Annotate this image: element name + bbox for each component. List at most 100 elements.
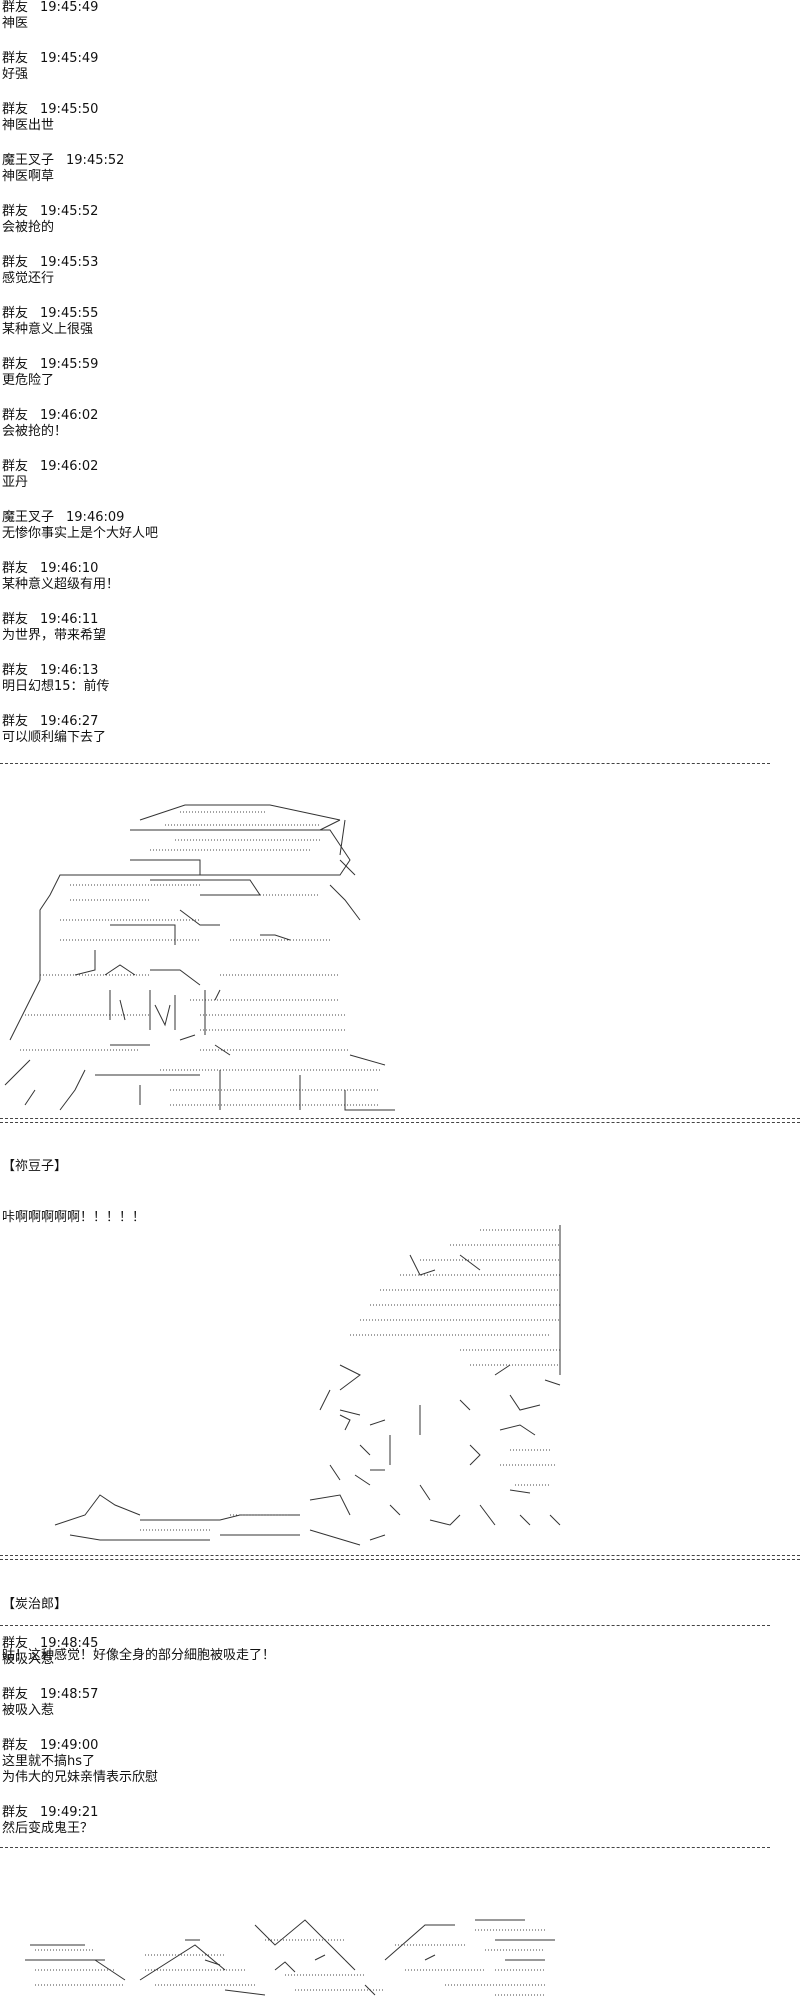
dialogue-nezuko: 【祢豆子】 咔啊啊啊啊啊！！！！！ — [2, 1124, 145, 1243]
sender-name: 群友 — [2, 357, 29, 372]
message-header: 魔王叉子 19:45:52 — [2, 153, 124, 169]
message-header: 群友 19:48:45 — [2, 1636, 98, 1652]
sender-name: 群友 — [2, 1636, 29, 1651]
message-text: 被吸入惹 — [2, 1703, 55, 1718]
message-header: 群友 19:49:00 — [2, 1738, 158, 1754]
timestamp: 19:45:52 — [40, 204, 99, 219]
chat-message: 群友 19:46:02 亚丹 — [2, 459, 98, 491]
message-text: 会被抢的！ — [2, 424, 68, 439]
sender-name: 群友 — [2, 1738, 29, 1753]
timestamp: 19:45:49 — [40, 0, 99, 15]
timestamp: 19:46:11 — [40, 612, 99, 627]
double-separator — [0, 1555, 800, 1560]
sender-name: 群友 — [2, 714, 29, 729]
timestamp: 19:49:21 — [40, 1805, 99, 1820]
ascii-art-castle — [0, 800, 400, 1120]
timestamp: 19:46:02 — [40, 408, 99, 423]
speaker-name: 【炭治郎】 — [2, 1597, 68, 1612]
separator — [0, 763, 770, 764]
timestamp: 19:46:09 — [66, 510, 125, 525]
dialogue-line: 咔啊啊啊啊啊！！！！！ — [2, 1210, 146, 1225]
message-text: 无惨你事实上是个大好人吧 — [2, 526, 159, 541]
message-header: 群友 19:48:57 — [2, 1687, 98, 1703]
sender-name: 群友 — [2, 612, 29, 627]
sender-name: 群友 — [2, 51, 29, 66]
message-text: 更危险了 — [2, 373, 55, 388]
message-text: 为世界，带来希望 — [2, 628, 107, 643]
sender-name: 群友 — [2, 102, 29, 117]
timestamp: 19:45:49 — [40, 51, 99, 66]
message-header: 群友 19:46:02 — [2, 408, 98, 424]
message-header: 群友 19:45:59 — [2, 357, 98, 373]
message-header: 群友 19:45:49 — [2, 0, 98, 16]
timestamp: 19:45:55 — [40, 306, 99, 321]
sender-name: 群友 — [2, 306, 29, 321]
chat-message: 群友 19:45:49 神医 — [2, 0, 98, 32]
sender-name: 群友 — [2, 0, 29, 15]
message-text: 神医出世 — [2, 118, 55, 133]
timestamp: 19:45:53 — [40, 255, 99, 270]
sender-name: 群友 — [2, 408, 29, 423]
ascii-art-battle — [40, 1225, 570, 1555]
separator — [0, 1847, 770, 1848]
sender-name: 魔王叉子 — [2, 510, 55, 525]
timestamp: 19:46:27 — [40, 714, 99, 729]
message-text: 神医 — [2, 16, 29, 31]
dialogue-tanjiro: 【炭治郎】 咕！这种感觉！好像全身的部分細胞被吸走了！ — [2, 1562, 275, 1681]
sender-name: 群友 — [2, 204, 29, 219]
message-text: 亚丹 — [2, 475, 29, 490]
message-header: 群友 19:46:27 — [2, 714, 106, 730]
sender-name: 群友 — [2, 459, 29, 474]
sender-name: 魔王叉子 — [2, 153, 55, 168]
message-header: 魔王叉子 19:46:09 — [2, 510, 158, 526]
timestamp: 19:46:13 — [40, 663, 99, 678]
sender-name: 群友 — [2, 1687, 29, 1702]
double-separator — [0, 1118, 800, 1123]
message-header: 群友 19:45:53 — [2, 255, 98, 271]
chat-message: 魔王叉子 19:45:52 神医啊草 — [2, 153, 124, 185]
message-header: 群友 19:45:52 — [2, 204, 98, 220]
timestamp: 19:48:45 — [40, 1636, 99, 1651]
dialogue-line: 咕！这种感觉！好像全身的部分細胞被吸走了！ — [2, 1648, 276, 1663]
sender-name: 群友 — [2, 1805, 29, 1820]
message-text: 某种意义超级有用！ — [2, 577, 120, 592]
message-header: 群友 19:49:21 — [2, 1805, 98, 1821]
timestamp: 19:45:52 — [66, 153, 125, 168]
speaker-name: 【祢豆子】 — [2, 1159, 68, 1174]
message-header: 群友 19:46:11 — [2, 612, 106, 628]
message-text: 然后变成鬼王？ — [2, 1821, 94, 1836]
timestamp: 19:46:10 — [40, 561, 99, 576]
message-header: 群友 19:45:50 — [2, 102, 98, 118]
message-header: 群友 19:45:55 — [2, 306, 98, 322]
timestamp: 19:45:50 — [40, 102, 99, 117]
message-text: 明日幻想15：前传 — [2, 679, 110, 694]
message-text: 好强 — [2, 67, 29, 82]
message-text: 这里就不搞hs了 — [2, 1754, 96, 1769]
separator — [0, 1625, 770, 1626]
message-text: 为伟大的兄妹亲情表示欣慰 — [2, 1770, 159, 1785]
message-text: 神医啊草 — [2, 169, 55, 184]
sender-name: 群友 — [2, 255, 29, 270]
message-text: 可以顺利编下去了 — [2, 730, 107, 745]
timestamp: 19:48:57 — [40, 1687, 99, 1702]
timestamp: 19:45:59 — [40, 357, 99, 372]
message-text: 某种意义上很强 — [2, 322, 94, 337]
message-text: 感觉还行 — [2, 271, 55, 286]
message-text: 会被抢的 — [2, 220, 55, 235]
message-header: 群友 19:45:49 — [2, 51, 98, 67]
sender-name: 群友 — [2, 561, 29, 576]
timestamp: 19:49:00 — [40, 1738, 99, 1753]
timestamp: 19:46:02 — [40, 459, 99, 474]
